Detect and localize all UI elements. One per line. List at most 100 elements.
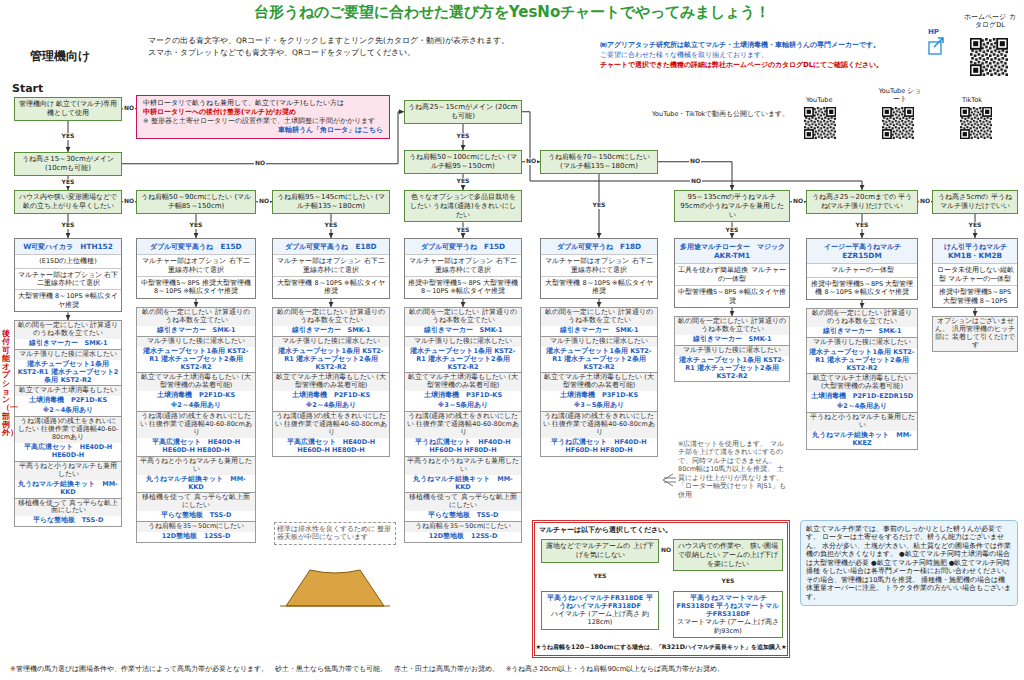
box-text: 平高広溝セット HE40D-H HE60D-H HE80D-H [137,438,255,456]
opt-box: うね溝(通路)の残土をきれいにしたい 往復作業で通路幅40-60-80cmあり平… [136,411,256,457]
box-text: ダブル可変平高うね E18D [273,239,389,254]
box-text: マルチャーの一体型 [807,263,917,276]
box-text: 灌水チューブセット1条用 KST2-R1 灌水チューブセット2条用 KST2-R… [273,347,389,373]
edge-label: YES [968,222,983,229]
box-text: 土壌消毒機 P2F1D-KS [137,391,255,401]
opt-box: マルチ張りした後に灌水したい灌水チューブセット1条用 KST2-R1 灌水チュー… [674,345,790,383]
opt-box: マルチ張りした後に灌水したい灌水チューブセット1条用 KST2-R1 灌水チュー… [540,336,658,374]
box-text: 工具を使わず簡単組換 マルチャーの一体型 [675,263,789,285]
box-text: ★うね肩幅を120～180cmにする場合は、「R321Dハイマルチ延長キット」を… [535,643,787,652]
box-text: うね肩幅を35～50cmにしたい [137,522,255,532]
box-text: マルチャー部はオプション 右下二重線赤枠にて選択 [15,268,121,290]
box-text: ※2～4条用あり [137,401,255,411]
note-label: ※管理機の馬力選びは圃場条件や、作業寸法によって高馬力帯が必要となります。 砂土… [10,664,1015,674]
opt-box: 平うねと小うねマルチも兼用したい丸うねマルチ組換キット MM-KKEZ [806,412,918,450]
note-label: YouTube ショート [876,88,924,104]
box-text: 丸うねマルチ組換キット MM-KKD [15,480,121,498]
prod-box: けん引平うねマルチ KM1B・KM2Bロータ未使用しない縦畝型 マルチャーの一体… [932,238,1018,308]
box-text: マルチャー部はオプション 右下二重線赤枠にて選択 [541,254,657,276]
opt-box: うね溝(通路)の残土をきれいにしたい 往復作業で通路幅40-60-80cmあり平… [540,411,658,457]
box-text: うね高さ25～20cmまでの 平うね(マルチ張り)だけでいい [810,193,914,211]
box-text: ※2～4条用あり [807,402,917,412]
opt-box: オプションはございません。 汎用管理機のヒッチ部に 装着して引くだけです [932,316,1018,352]
note-label: HP [928,28,948,36]
box-text: 線引きマーカー SMK-1 [675,335,789,345]
flow-connector [68,312,69,320]
box-text: 中型管理機5～8PS ※幅広タイヤ推奨 [675,285,789,307]
opt-box: うね溝(通路)の残土をきれいにしたい 往復作業で通路幅40-60-80cmあり平… [404,411,522,457]
box-text: 灌水チューブセット1条用 KST2-R1 灌水チューブセット2条用 KST2-R… [15,360,121,386]
box-text: 移植機を使って 真っ平らな畝上面にしたい [405,493,521,511]
opt-box: マルチ張りした後に灌水したい灌水チューブセット1条用 KST2-R1 灌水チュー… [806,337,918,375]
box-text: 車軸耕うん「角ロータ」はこちら [143,126,383,135]
opt-box: 移植機を使って 真っ平らな畝上面にしたい平らな整地板 TSS-D [136,492,256,522]
q-box: 95～135cmの平うねマルチ 95cmの小うねマルチを兼用したい [674,190,790,222]
box-text: マルチ張りした後に灌水したい [405,337,521,347]
edge-label: YES [189,222,204,229]
box-text: 畝立てマルチ土壌消毒もしたい [15,386,121,396]
box-text: 管理機向け 畝立て(マルチ)専用機として使用 [18,100,118,118]
edge-label: YES [855,222,870,229]
box-text: マルチャー部はオプション 右下二重線赤枠にて選択 [273,254,389,276]
box-text: 土壌消毒機 P2F1D-KS [15,396,121,406]
opt-box: マルチ張りした後に灌水したい灌水チューブセット1条用 KST2-R1 灌水チュー… [14,349,122,387]
opt-box: 移植機を使って 真っ平らな畝上面にしたい平らな整地板 TSS-D [404,492,522,522]
box-text: 平高うねと小うねマルチも兼用したい [15,462,121,480]
box-text: 畝の間を一定にしたい 計算通りのうね本数を立てたい [807,309,917,327]
opt-box: 畝立てマルチ土壌消毒もしたい (大型管理機のみ装着可能)土壌消毒機 P2F1D-… [136,372,256,412]
box-text: 移植機を使って 真っ平らな畝上面にしたい [137,493,255,511]
edge-label: YES [61,179,76,186]
note-label: ホームページ カタログDL [962,14,1018,30]
box-text: うね溝(通路)の残土をきれいにしたい 往復作業で通路幅40-60-80cmあり [273,412,389,438]
note-box: 畝立てマルチ作業では、事前のしっかりとした耕うんが必要です。 ローターは土寄せを… [800,520,1018,606]
box-text: 線引きマーカー SMK-1 [405,326,521,336]
trapezoid-bed-illustration [280,570,390,606]
box-text: うね溝(通路)の残土をきれいにしたい 往復作業で通路幅40-60-80cmあり [405,412,521,438]
box-text: 土壌消毒機 P2F1D-EZDR15D [807,392,917,402]
opt-box: 移植機を使って 真っ平らな畝上面にしたい平らな整地板 TSS-D [14,498,122,528]
q-box: うね高さ15～30cmがメイン (10cmも可能) [14,152,122,176]
flow-connector [522,112,862,190]
box-text: 畝の間を一定にしたい 計算通りのうね本数を立てたい [137,308,255,326]
opt-box: うね溝(通路)の残土をきれいにしたい 往復作業で通路幅40-60-80cmあり平… [272,411,390,457]
box-text: 丸うねマルチ組換キット MM-KKD [137,475,255,493]
note-label: 標準は排水性を良くするために 整形器天板が中凹になっています [274,522,396,545]
box-text: ※ 整形器と土寄せロータリーの設置作業で、土壌調整に手間がかかります [143,117,383,125]
pink-box: 中耕ロータリで畝うねも兼用して、畝立て(マルチ)もしたい方は中耕ロータリーへの後… [136,95,390,139]
q-box: 色々なオプションで多品目栽培をしたい うね溝(通路)をきれいにしたい [404,190,522,222]
box-text: 畝の間を一定にしたい 計算通りのうね本数を立てたい [15,321,121,339]
box-text: ロータ未使用しない縦畝型 マルチャーの一体型 [933,263,1017,285]
box-text: 平高広溝セット HE40D-H HE60D-H [15,443,121,461]
flow-connector [463,299,464,307]
edge-label: NO [919,198,931,205]
q-box: ハウス内や狭い変形圃場などで 畝の立ち上がりを早くしたい [14,190,122,214]
opt-box: 平高うねと小うねマルチも兼用したい丸うねマルチ組換キット MM-KKD [136,456,256,494]
note-label: チャートで選択できた機種の詳細は弊社ホームページのカタログDLにてご確認ください… [600,60,922,70]
box-text: 線引きマーカー SMK-1 [541,326,657,336]
edge-label: NO [258,198,270,205]
box-text: (E15Dの上位機種) [15,254,121,267]
qr-code [804,107,836,139]
box-text: 平うね広溝セット HF40D-H HF60D-H HF80D-H [541,438,657,456]
edge-label: YES [456,178,471,185]
box-text: 95～135cmの平うねマルチ 95cmの小うねマルチを兼用したい [678,193,786,219]
edge-label: YES [592,202,607,209]
opt-box: 畝立てマルチ土壌消毒もしたい (大型管理機のみ装着可能)土壌消毒機 P2F1D-… [272,372,390,412]
box-text: 土壌消毒機 P2F1D-KS [273,391,389,401]
box-text: うね肩幅50～100cmにしたい (マルチ幅95～150cm) [408,153,518,171]
opt-box: マルチ張りした後に灌水したい灌水チューブセット1条用 KST2-R1 灌水チュー… [404,336,522,374]
edge-label: YES [456,133,471,140]
edge-label: YES [61,222,76,229]
box-text: うね肩幅95～145cmにしたい (マルチ幅135～180cm) [276,193,386,211]
edge-label: YES [61,133,76,140]
box-text: 丸うねマルチ組換キット MM-KKEZ [807,431,917,449]
note-label: ㈱アグリアタッチ研究所は畝立てマルチ・土壌消毒機・車軸耕うんの専門メーカーです。 [600,40,922,50]
opt-box: 畝の間を一定にしたい 計算通りのうね本数を立てたい線引きマーカー SMK-1 [806,308,918,338]
opt-box: マルチ張りした後に灌水したい灌水チューブセット1条用 KST2-R1 灌水チュー… [136,336,256,374]
box-text: 平らな整地板 TSS-D [405,511,521,521]
box-text: ※3～5条用あり [405,401,521,411]
box-text: 平らな整地板 TSS-D [15,516,121,526]
box-text: マルチ張りした後に灌水したい [15,350,121,360]
flow-connector [331,299,332,307]
opt-box: 畝立てマルチ土壌消毒もしたい土壌消毒機 P2F1D-KS※2～4条用あり [14,385,122,417]
